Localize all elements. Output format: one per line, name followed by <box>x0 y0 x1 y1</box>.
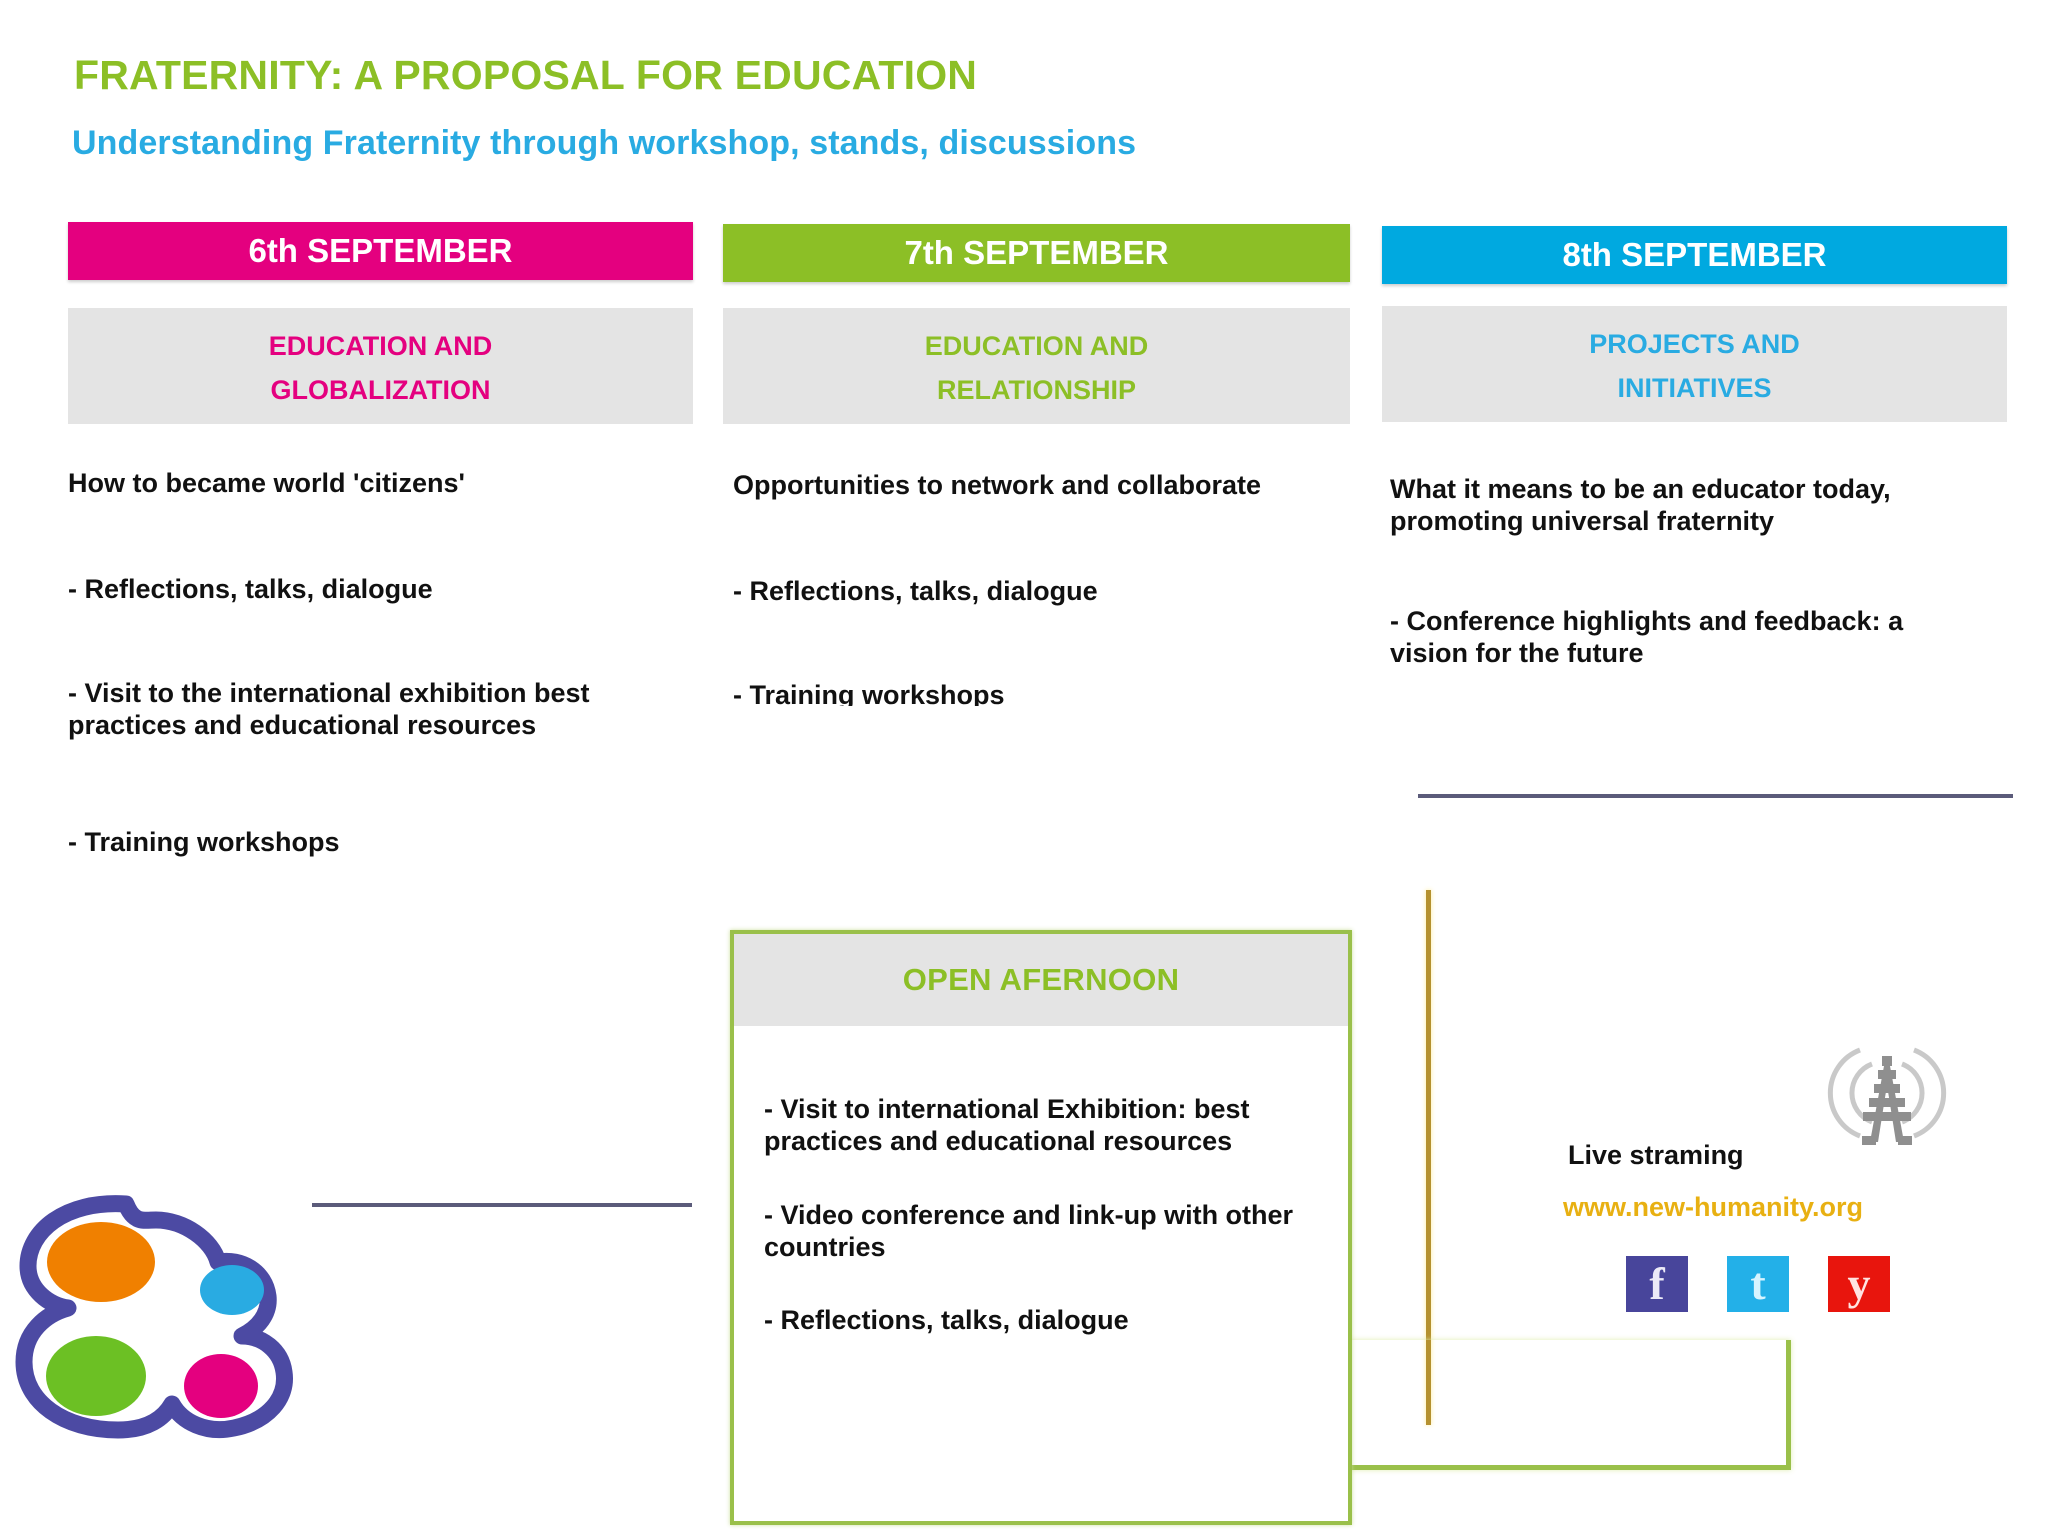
list-item: - Reflections, talks, dialogue <box>764 1305 1129 1336</box>
column-lead: What it means to be an educator today, p… <box>1390 474 1891 536</box>
divider-rule-left <box>312 1203 692 1207</box>
list-item: - Video conference and link-up with othe… <box>764 1199 1294 1262</box>
social-links-row: f t y <box>1626 1256 1890 1312</box>
theme-box-projects: PROJECTS AND INITIATIVES <box>1382 306 2007 422</box>
youtube-icon[interactable]: y <box>1828 1256 1890 1312</box>
day-header-7-september: 7th SEPTEMBER <box>723 224 1350 282</box>
theme-line-2: RELATIONSHIP <box>936 375 1136 405</box>
day-header-6-september: 6th SEPTEMBER <box>68 222 693 280</box>
connector-line-green <box>1348 1340 1791 1470</box>
divider-rule-right <box>1418 794 2013 798</box>
column-body-8-september: What it means to be an educator today, p… <box>1390 474 1950 670</box>
live-streaming-label: Live straming <box>1568 1140 1744 1170</box>
list-item: - Conference highlights and feedback: a … <box>1390 606 1904 668</box>
streaming-url-link[interactable]: www.new-humanity.org <box>1563 1192 1864 1222</box>
list-item: - Training workshops <box>733 679 1005 706</box>
theme-box-relationship: EDUCATION AND RELATIONSHIP <box>723 308 1350 424</box>
broadcast-antenna-icon <box>1827 1047 1947 1145</box>
list-item: - Visit to the international exhibition … <box>68 677 590 740</box>
open-afternoon-body: - Visit to international Exhibition: bes… <box>734 1026 1348 1337</box>
column-lead: Opportunities to network and collaborate <box>733 470 1262 500</box>
twitter-icon[interactable]: t <box>1727 1256 1789 1312</box>
open-afternoon-panel: OPEN AFERNOON - Visit to international E… <box>730 930 1352 1525</box>
open-afternoon-title: OPEN AFERNOON <box>734 934 1348 1026</box>
theme-line-2: INITIATIVES <box>1617 373 1772 403</box>
theme-box-globalization: EDUCATION AND GLOBALIZATION <box>68 308 693 424</box>
theme-line-1: EDUCATION AND <box>268 331 493 361</box>
theme-line-1: EDUCATION AND <box>924 331 1149 361</box>
theme-line-1: PROJECTS AND <box>1589 329 1800 359</box>
page-subtitle: Understanding Fraternity through worksho… <box>72 124 1137 162</box>
theme-line-2: GLOBALIZATION <box>270 375 491 405</box>
new-humanity-cloud-logo <box>15 1195 293 1439</box>
page-title: FRATERNITY: A PROPOSAL FOR EDUCATION <box>74 52 978 98</box>
column-body-7-september: Opportunities to network and collaborate… <box>733 470 1278 706</box>
day-header-8-september: 8th SEPTEMBER <box>1382 226 2007 284</box>
list-item: - Reflections, talks, dialogue <box>68 573 433 604</box>
column-lead: How to became world 'citizens' <box>68 468 465 498</box>
list-item: - Training workshops <box>68 827 340 858</box>
facebook-icon[interactable]: f <box>1626 1256 1688 1312</box>
list-item: - Reflections, talks, dialogue <box>733 575 1098 606</box>
list-item: - Visit to international Exhibition: bes… <box>764 1094 1250 1156</box>
connector-line-gold <box>1426 890 1431 1425</box>
column-body-6-september: How to became world 'citizens' - Reflect… <box>68 468 688 859</box>
